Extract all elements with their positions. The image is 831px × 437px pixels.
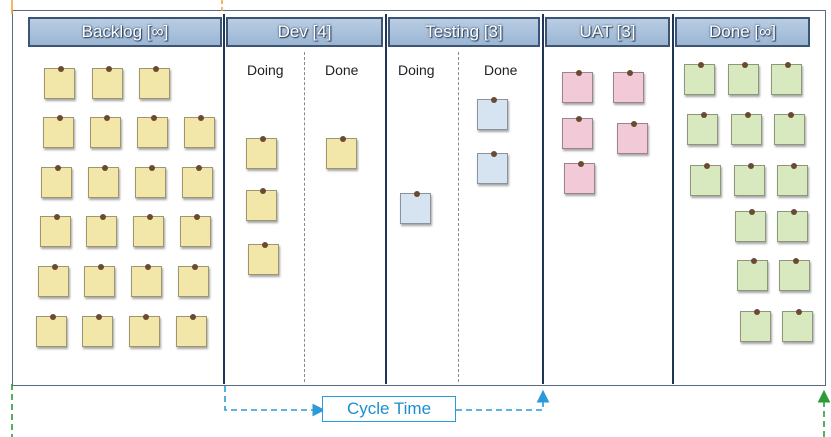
sticky-note-testing-done: [477, 151, 508, 184]
sticky-note-backlog: [41, 165, 72, 198]
sticky-note-done: [740, 309, 771, 342]
sticky-note-testing-done: [477, 97, 508, 130]
sticky-note-done: [684, 62, 715, 95]
sticky-note-testing-doing: [400, 191, 431, 224]
sticky-note-backlog: [86, 214, 117, 247]
sticky-note-backlog: [137, 115, 168, 148]
sticky-note-backlog: [135, 165, 166, 198]
testing-subcolumn-divider: [458, 52, 459, 382]
sticky-note-done: [731, 112, 762, 145]
sticky-note-backlog: [180, 214, 211, 247]
sticky-note-done: [779, 258, 810, 291]
sticky-note-backlog: [82, 314, 113, 347]
sticky-note-done: [735, 209, 766, 242]
sticky-note-backlog: [133, 214, 164, 247]
column-divider: [672, 14, 674, 384]
sticky-note-backlog: [88, 165, 119, 198]
sticky-note-backlog: [84, 264, 115, 297]
sticky-note-done: [774, 112, 805, 145]
dev-doing-label: Doing: [247, 62, 284, 78]
sticky-note-done: [782, 309, 813, 342]
sticky-note-uat: [562, 70, 593, 103]
sticky-note-done: [777, 163, 808, 196]
sticky-note-backlog: [43, 115, 74, 148]
top-accent-lines: [11, 0, 223, 14]
column-header-backlog: Backlog [∞]: [28, 17, 222, 47]
sticky-note-uat: [564, 161, 595, 194]
sticky-note-backlog: [36, 314, 67, 347]
testing-done-label: Done: [484, 62, 518, 78]
sticky-note-backlog: [38, 264, 69, 297]
sticky-note-uat: [562, 116, 593, 149]
sticky-note-uat: [613, 70, 644, 103]
sticky-note-dev-doing: [246, 136, 277, 169]
sticky-note-backlog: [131, 264, 162, 297]
sticky-note-backlog: [44, 66, 75, 99]
sticky-note-dev-doing: [248, 242, 279, 275]
sticky-note-backlog: [139, 66, 170, 99]
sticky-note-backlog: [40, 214, 71, 247]
column-header-testing: Testing [3]: [388, 17, 540, 47]
column-header-done: Done [∞]: [675, 17, 810, 47]
sticky-note-done: [777, 209, 808, 242]
sticky-note-uat: [617, 121, 648, 154]
sticky-note-backlog: [176, 314, 207, 347]
cycle-time-label: Cycle Time: [322, 396, 456, 422]
sticky-note-backlog: [129, 314, 160, 347]
column-header-uat: UAT [3]: [545, 17, 670, 47]
column-divider: [385, 14, 387, 384]
sticky-note-done: [734, 163, 765, 196]
sticky-note-backlog: [184, 115, 215, 148]
testing-doing-label: Doing: [398, 62, 435, 78]
dev-subcolumn-divider: [304, 52, 305, 382]
sticky-note-backlog: [182, 165, 213, 198]
sticky-note-done: [728, 62, 759, 95]
dev-done-label: Done: [325, 62, 359, 78]
sticky-note-backlog: [90, 115, 121, 148]
sticky-note-backlog: [178, 264, 209, 297]
column-header-dev: Dev [4]: [226, 17, 383, 47]
sticky-note-done: [687, 112, 718, 145]
sticky-note-backlog: [92, 66, 123, 99]
sticky-note-dev-doing: [246, 188, 277, 221]
column-divider: [542, 14, 544, 384]
sticky-note-done: [737, 258, 768, 291]
sticky-note-dev-done: [326, 136, 357, 169]
sticky-note-done: [771, 62, 802, 95]
column-divider: [223, 14, 225, 384]
sticky-note-done: [690, 163, 721, 196]
